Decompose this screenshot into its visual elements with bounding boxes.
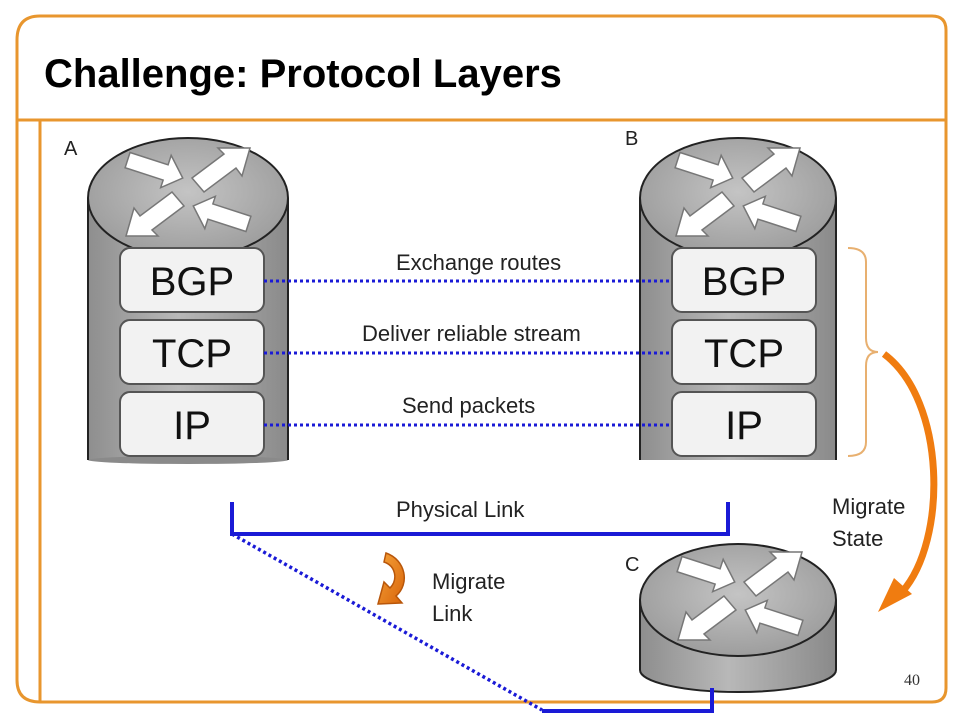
deliver-reliable-stream-label: Deliver reliable stream	[362, 321, 581, 346]
migrate-state-label-line1: Migrate	[832, 494, 906, 519]
router-a-label: A	[64, 138, 78, 160]
page-number: 40	[904, 672, 920, 689]
migrate-link-label-line1: Migrate	[432, 569, 506, 594]
send-packets-label: Send packets	[402, 393, 536, 418]
router-b-arrows-icon	[674, 147, 802, 237]
migrate-state-arrow-head-icon	[878, 578, 912, 612]
migrate-state-arrow-shaft	[881, 351, 938, 595]
migrate-link-label-line2: Link	[432, 601, 473, 626]
router-b-layers: BGP TCP IP	[671, 247, 817, 457]
router-a-ip-label: IP	[173, 404, 211, 448]
router-a-bgp-label: BGP	[150, 260, 234, 304]
router-c-top	[639, 543, 837, 657]
router-a-arrows-icon	[124, 147, 252, 237]
router-b-bgp-box	[671, 247, 817, 313]
physical-link-label: Physical Link	[396, 497, 525, 522]
router-b-label: B	[625, 128, 639, 150]
migrate-state-label-line2: State	[832, 526, 884, 551]
exchange-routes-label: Exchange routes	[396, 250, 562, 275]
router-b-top	[639, 137, 837, 259]
router-b-tcp-box	[671, 319, 817, 385]
slide-frame	[15, 14, 948, 704]
router-b-ip-label: IP	[725, 404, 763, 448]
router-a-tcp-label: TCP	[152, 332, 232, 376]
migrated-link-solid-line	[542, 688, 714, 713]
page-title: Challenge: Protocol Layers	[44, 52, 562, 96]
router-a-layers: BGP TCP IP	[119, 247, 265, 457]
router-c-label: C	[625, 554, 640, 576]
router-b-tcp-label: TCP	[704, 332, 784, 376]
physical-link-line	[230, 502, 730, 536]
state-bracket	[847, 247, 879, 457]
router-b-bgp-label: BGP	[702, 260, 786, 304]
router-c-arrows-icon	[676, 551, 804, 641]
migrate-link-arrow-icon	[377, 552, 406, 605]
router-c	[639, 543, 837, 693]
router-a-top	[87, 137, 289, 259]
router-b-ip-box	[671, 391, 817, 457]
